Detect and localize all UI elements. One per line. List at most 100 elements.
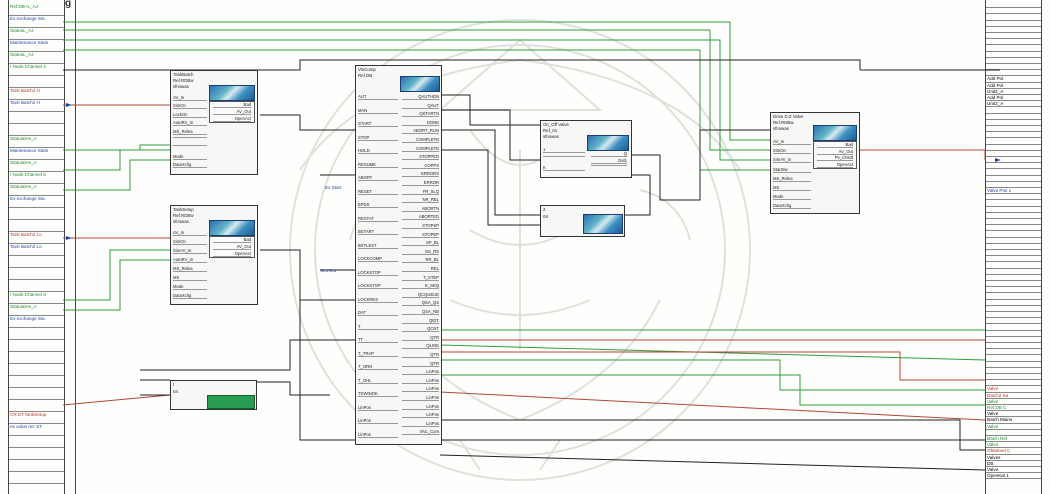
tank-batch-input-pin[interactable] [173, 137, 207, 138]
vlvcomp-input-pin[interactable]: AUT [358, 94, 398, 100]
vlvcomp-output-pin[interactable]: VlvL_Com [402, 429, 439, 435]
vlvcomp-output-pin[interactable]: COMPLETE [402, 146, 439, 152]
drive-valve-input-pin[interactable]: SimOn [773, 148, 811, 154]
vlvcomp-output-pin[interactable]: LinPos [402, 386, 439, 392]
vlvcomp-input-pin[interactable]: LOCKCOMP [358, 256, 398, 262]
drive-valve-output-pin[interactable]: OpenAct [817, 162, 853, 168]
vlvcomp-input-pin[interactable]: HOLD [358, 148, 398, 154]
vlvcomp-input-pin[interactable]: LinPos [358, 418, 398, 424]
vlvcomp-input-pin[interactable]: STOP [358, 135, 398, 141]
vlvcomp-input-pin[interactable]: RESUME [358, 162, 398, 168]
vlvcomp-output-pin[interactable]: LinPos [402, 369, 439, 375]
drive-valve-block[interactable]: Drive D.Z Valve Ref.RDBw sfnswas AV_InSi… [770, 112, 860, 214]
vlvcomp-output-pin[interactable]: QAUTHDN [402, 94, 439, 100]
vlvcomp-output-pin[interactable]: STOPEP [402, 232, 439, 238]
tank-batch-output-pin[interactable]: OpenAct [213, 116, 251, 122]
drive-valve-output-pin[interactable]: Bad [817, 142, 853, 148]
drive-valve-output-pin[interactable]: AV_Out [817, 149, 853, 155]
vlvcomp-output-pin[interactable]: NR_REL [402, 197, 439, 203]
vlvcomp-input-pin[interactable]: START [358, 121, 398, 127]
vlvcomp-output-pin[interactable]: STOPPED [402, 154, 439, 160]
drive-valve-input-pin[interactable]: AV_In [773, 139, 811, 145]
tank-setup-output-pin[interactable]: AV_Out [213, 244, 251, 250]
vlvcomp-input-pin[interactable]: RESTAT [358, 216, 398, 222]
tank-setup-input-pin[interactable]: DataXchg [173, 293, 207, 299]
tank-setup-output-pin[interactable]: Bad [213, 237, 251, 243]
vlvcomp-output-pin[interactable]: QAUT [402, 103, 439, 109]
tank-batch-output-pin[interactable]: AV_Out [213, 109, 251, 115]
tank-batch-output-pin[interactable]: Bad [213, 102, 251, 108]
vlvcomp-output-pin[interactable]: ABORTED [402, 214, 439, 220]
tank-setup-block[interactable]: TankSetup Ref.RDBw sfnswas AV_InSimOnSim… [170, 205, 258, 305]
tank-setup-input-pin[interactable]: Mode [173, 284, 207, 290]
vlvcomp-output-pin[interactable]: ABORT_RUN [402, 128, 439, 134]
tank-batch-block[interactable]: TankBatch Ref.RDBw sfnswas AV_InSimOnLoc… [170, 70, 258, 175]
tank-batch-input-pin[interactable]: Mode [173, 154, 207, 160]
vlvcomp-input-pin[interactable]: LinPos [358, 405, 398, 411]
onoff-valve-output-pin[interactable] [591, 165, 627, 166]
vlvcomp-output-pin[interactable]: QTR [402, 335, 439, 341]
vlvcomp-output-pin[interactable]: STOPSP [402, 223, 439, 229]
vlvcomp-output-pin[interactable]: ERROR [402, 180, 439, 186]
vlvcomp-output-pin[interactable]: T_STEP [402, 275, 439, 281]
vlvcomp-output-pin[interactable]: QIDT [402, 318, 439, 324]
vlvcomp-input-pin[interactable]: LOCKSTOP [358, 283, 398, 289]
onoff-valve-input-pin[interactable]: 1 [543, 147, 585, 153]
tank-batch-input-pin[interactable]: AutoRV_In [173, 120, 207, 126]
tank-batch-input-pin[interactable]: DataXchg [173, 162, 207, 168]
tank-batch-input-pin[interactable]: AV_In [173, 95, 207, 101]
drive-valve-input-pin[interactable]: MS [773, 185, 811, 191]
vlvcomp-input-pin[interactable]: LinPos [358, 432, 398, 438]
tank-setup-input-pin[interactable]: SimOn [173, 239, 207, 245]
vlvcomp-input-pin[interactable]: EPDS [358, 202, 398, 208]
small-logic-block[interactable]: 2 04 [540, 205, 625, 237]
tank-setup-input-pin[interactable]: MS_Relea [173, 266, 207, 272]
vlvcomp-input-pin[interactable]: TDWINOK [358, 391, 398, 397]
vlvcomp-output-pin[interactable]: E_SEQ [402, 283, 439, 289]
vlvcomp-output-pin[interactable]: DONE [402, 120, 439, 126]
vlvcomp-output-pin[interactable]: LinPos [402, 421, 439, 427]
vlvcomp-input-pin[interactable]: RESET [358, 189, 398, 195]
vlvcomp-output-pin[interactable]: ERRORS [402, 171, 439, 177]
vlvcomp-output-pin[interactable]: QTR [402, 352, 439, 358]
drive-valve-input-pin[interactable]: DataXchg [773, 203, 811, 209]
drive-valve-input-pin[interactable]: MS_Relea [773, 176, 811, 182]
onoff-valve-input-pin[interactable]: K [543, 165, 585, 171]
vlvcomp-output-pin[interactable]: LinPos [402, 412, 439, 418]
tank-batch-input-pin[interactable] [173, 145, 207, 146]
vlvcomp-input-pin[interactable]: TT [358, 337, 398, 343]
vlvcomp-output-pin[interactable]: RR_BL [402, 257, 439, 263]
tank-batch-input-pin[interactable]: LockOn [173, 112, 207, 118]
vlvcomp-output-pin[interactable]: QSA_NB [402, 309, 439, 315]
vlvcomp-output-pin[interactable]: LinPos [402, 378, 439, 384]
onoff-valve-output-pin[interactable]: Q [591, 151, 627, 157]
vlvcomp-output-pin[interactable]: FR_SLQ [402, 189, 439, 195]
drive-valve-input-pin[interactable]: Mode [773, 194, 811, 200]
vlvcomp-output-pin[interactable]: QSTARTN [402, 111, 439, 117]
vlvcomp-input-pin[interactable]: T_TRAP [358, 351, 398, 357]
vlvcomp-input-pin[interactable]: LOCKSTOP [358, 270, 398, 276]
onoff-valve-output-pin[interactable]: Out1 [591, 158, 627, 164]
vlvcomp-input-pin[interactable]: ABORT [358, 175, 398, 181]
vlvcomp-input-pin[interactable]: MAN [358, 108, 398, 114]
vlvcomp-output-pin[interactable]: REL [402, 266, 439, 272]
vlvcomp-output-pin[interactable]: QCNT [402, 326, 439, 332]
drive-valve-input-pin[interactable]: SimAV_In [773, 157, 811, 163]
bottom-logic-block[interactable]: I 04 [170, 380, 257, 410]
vlvcomp-input-pin[interactable]: DAT [358, 310, 398, 316]
vlvcomp-output-pin[interactable]: COPPS [402, 163, 439, 169]
vlvcomp-input-pin[interactable]: BSTART [358, 229, 398, 235]
vlvcomp-input-pin[interactable]: BSTLEST [358, 243, 398, 249]
tank-setup-input-pin[interactable]: AutoRV_In [173, 257, 207, 263]
drive-valve-input-pin[interactable]: StartSw [773, 167, 811, 173]
tank-setup-input-pin[interactable]: AV_In [173, 230, 207, 236]
vlvcomp-output-pin[interactable]: ABORTN [402, 206, 439, 212]
vlvcomp-output-pin[interactable]: LinPos [402, 395, 439, 401]
vlvcomp-input-pin[interactable]: T [358, 324, 398, 330]
vlvcomp-output-pin[interactable]: QCQUEUE [402, 292, 439, 298]
vlvcomp-output-pin[interactable]: QTR [402, 361, 439, 367]
vlvcomp-input-pin[interactable]: T_ORN [358, 364, 398, 370]
tank-setup-input-pin[interactable]: SimAV_In [173, 248, 207, 254]
